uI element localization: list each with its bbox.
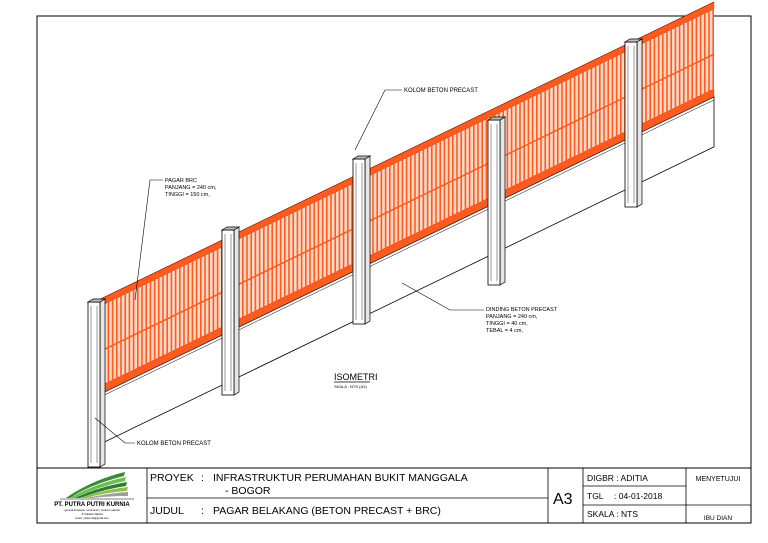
paper-size: A3: [553, 491, 573, 508]
callout-kolom-bottom-label: KOLOM BETON PRECAST: [137, 441, 211, 447]
judul-value: PAGAR BELAKANG (BETON PRECAST + BRC): [213, 505, 441, 517]
callout-pagar-line1: PAGAR BRC: [165, 178, 197, 184]
callout-dinding-line1: DINDING BETON PRECAST: [486, 307, 558, 313]
fence-isometric: [97, 1, 715, 446]
drawing-scale-note: SKALA : NTS (A3): [334, 384, 367, 389]
callout-dinding-line3: TINGGI = 40 cm,: [486, 321, 528, 327]
company-address: Jl. Kaliasih Jakarta: [81, 512, 103, 516]
precast-column: [486, 116, 507, 286]
callout-kolom-bottom: KOLOM BETON PRECAST: [94, 417, 211, 447]
svg-text::: :: [201, 472, 204, 484]
svg-text:DINDING BETON PRECAST PA: DINDING BETON PRECAST PANJANG = 240 cm, …: [486, 307, 559, 334]
company-subtitle: general developer | contractor | product…: [64, 508, 120, 512]
callout-dinding-line2: PANJANG = 240 cm,: [486, 314, 538, 320]
company-name: PT. PUTRA PUTRI KURNIA: [54, 502, 130, 508]
company-email: email : pptkurnia@gmail.com: [75, 516, 108, 520]
proyek-label: PROYEK: [150, 472, 194, 484]
precast-column: [86, 298, 107, 468]
judul-label: JUDUL: [150, 505, 184, 517]
callout-dinding-line4: TEBAL = 4 cm,: [486, 328, 523, 334]
callout-pagar: PAGAR BRC PANJANG = 240 cm, TINGGI = 150…: [134, 178, 218, 301]
precast-column: [220, 226, 241, 396]
company-logo: [60, 472, 134, 500]
precast-columns: [86, 38, 644, 468]
callout-pagar-line2: PANJANG = 240 cm,: [165, 185, 217, 191]
proyek-line1: INFRASTRUKTUR PERUMAHAN BUKIT MANGGALA: [213, 472, 468, 484]
callout-pagar-line3: TINGGI = 150 cm,: [165, 192, 210, 198]
drawing-title: ISOMETRI: [334, 372, 378, 382]
proyek-line2: - BOGOR: [225, 485, 271, 497]
callout-kolom-top-label: KOLOM BETON PRECAST: [404, 88, 478, 94]
title-block: PT. PUTRA PUTRI KURNIA general developer…: [36, 467, 752, 524]
callout-dinding: DINDING BETON PRECAST PANJANG = 240 cm, …: [401, 282, 559, 334]
svg-text::: :: [201, 505, 204, 517]
precast-column: [351, 155, 372, 325]
digbr-value: DIGBR : ADITIA: [587, 473, 648, 483]
menyetujui-label: MENYETUJUI: [696, 476, 741, 483]
skala-value: SKALA : NTS: [587, 509, 638, 519]
tgl-label: TGL: [587, 491, 604, 501]
tgl-value: : 04-01-2018: [614, 491, 662, 501]
precast-column: [623, 38, 644, 208]
approver-name: IBU DIAN: [704, 515, 732, 522]
callout-kolom-top: KOLOM BETON PRECAST: [354, 88, 478, 151]
svg-text:PAGAR BRC PANJANG = 240: PAGAR BRC PANJANG = 240 cm, TINGGI = 150…: [165, 178, 218, 198]
